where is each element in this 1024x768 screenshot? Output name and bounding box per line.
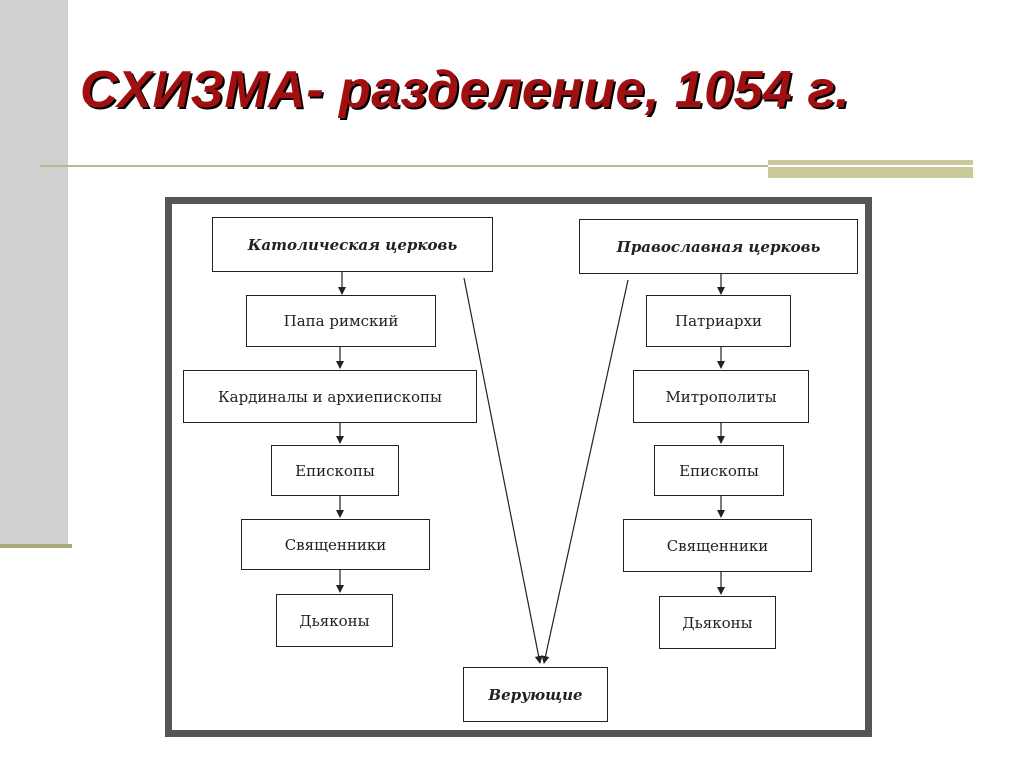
side-bar-underline (0, 544, 72, 548)
title-accent-block (768, 160, 973, 178)
catholic-bishops-box: Епископы (271, 445, 399, 496)
metropolitans-box: Митрополиты (633, 370, 809, 423)
catholic-priests-box: Священники (241, 519, 430, 570)
slide-title: СХИЗМА- разделение, 1054 г. (80, 61, 850, 119)
catholic-church-box: Католическая церковь (212, 217, 493, 272)
arrow-catholic-to-believers (463, 277, 543, 664)
believers-box: Верующие (463, 667, 608, 722)
orthodox-bishops-box: Епископы (654, 445, 784, 496)
cardinals-box: Кардиналы и архиепископы (183, 370, 477, 423)
orthodox-deacons-box: Дьяконы (659, 596, 776, 649)
title-divider (40, 165, 970, 167)
orthodox-priests-box: Священники (623, 519, 812, 572)
diagram-connectors (336, 272, 725, 664)
arrow-orthodox-to-believers (541, 279, 629, 664)
diagram-frame: Католическая церковь Папа римский Кардин… (165, 197, 872, 737)
orthodox-church-box: Православная церковь (579, 219, 858, 274)
pope-box: Папа римский (246, 295, 436, 347)
patriarchs-box: Патриархи (646, 295, 791, 347)
left-side-bar (0, 0, 68, 545)
catholic-deacons-box: Дьяконы (276, 594, 393, 647)
